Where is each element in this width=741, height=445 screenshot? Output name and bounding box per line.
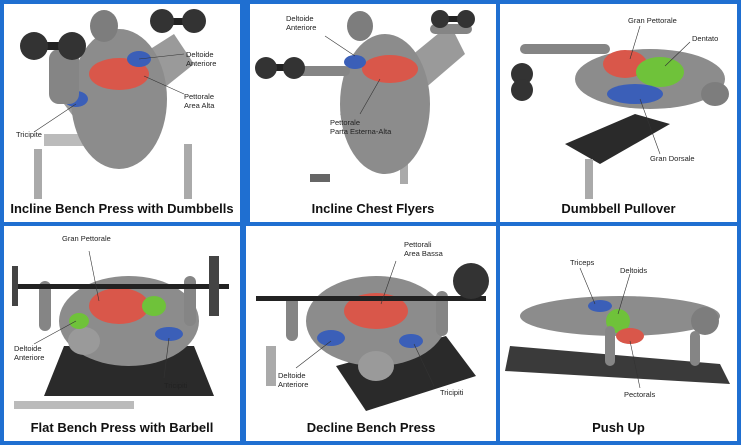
label-area-bassa: Area Bassa bbox=[404, 249, 443, 258]
label-area-alta: Area Alta bbox=[184, 101, 215, 110]
label-deltoide: Deltoide bbox=[14, 344, 42, 353]
label-gran-dorsale: Gran Dorsale bbox=[650, 154, 695, 163]
illustration-incline-chest-flyers bbox=[255, 10, 475, 184]
panel-dumbbell-pullover: Gran Pettorale Dentato Gran Dorsale Dumb… bbox=[500, 4, 737, 222]
caption: Dumbbell Pullover bbox=[561, 201, 676, 216]
label-tricipiti: Tricipiti bbox=[164, 381, 188, 390]
label-pettorale: Pettorale bbox=[184, 92, 215, 101]
label-pectorals: Pectorals bbox=[624, 390, 656, 399]
caption: Decline Bench Press bbox=[306, 420, 436, 435]
label-deltoide: Deltoide bbox=[286, 14, 314, 23]
label-anteriore: Anteriore bbox=[286, 23, 317, 32]
label-dentato: Dentato bbox=[692, 34, 719, 43]
panel-incline-chest-flyers: Deltoide Anteriore Pettorale Parta Ester… bbox=[250, 4, 496, 222]
label-anteriore: Anteriore bbox=[186, 59, 217, 68]
label-gran-pettorale: Gran Pettorale bbox=[62, 234, 111, 243]
panel-incline-dumbbell-press: Deltoide Anteriore Pettorale Area Alta T… bbox=[4, 4, 240, 222]
illustration-decline-bench-press bbox=[256, 260, 489, 411]
label-triceps: Triceps bbox=[570, 258, 595, 267]
illustration-incline-dumbbell-press bbox=[20, 9, 206, 199]
label-parta-esterna-alta: Parta Esterna-Alta bbox=[330, 127, 392, 136]
illustration-flat-bench-press-barbell bbox=[12, 250, 229, 409]
label-pettorale: Pettorale bbox=[330, 118, 361, 127]
label-tricipiti: Tricipiti bbox=[440, 388, 464, 397]
label-deltoide: Deltoide bbox=[186, 50, 214, 59]
illustration-dumbbell-pullover bbox=[511, 25, 729, 199]
caption: Push Up bbox=[592, 420, 645, 435]
label-deltoide: Deltoide bbox=[278, 371, 306, 380]
label-gran-pettorale: Gran Pettorale bbox=[628, 16, 677, 25]
caption: Incline Chest Flyers bbox=[311, 201, 435, 216]
label-anteriore: Anteriore bbox=[278, 380, 309, 389]
panel-push-up: Triceps Deltoids Pectorals Push Up bbox=[500, 226, 737, 441]
illustration-push-up bbox=[505, 267, 730, 389]
label-deltoids: Deltoids bbox=[620, 266, 648, 275]
label-tricipite: Tricipite bbox=[16, 130, 42, 139]
label-anteriore: Anteriore bbox=[14, 353, 45, 362]
label-pettorali: Pettorali bbox=[404, 240, 432, 249]
panel-flat-bench-press-barbell: Gran Pettorale Deltoide Anteriore Tricip… bbox=[4, 226, 240, 441]
caption: Incline Bench Press with Dumbbells bbox=[10, 201, 234, 216]
caption: Flat Bench Press with Barbell bbox=[30, 420, 214, 435]
panel-decline-bench-press: Pettorali Area Bassa Deltoide Anteriore … bbox=[246, 226, 496, 441]
